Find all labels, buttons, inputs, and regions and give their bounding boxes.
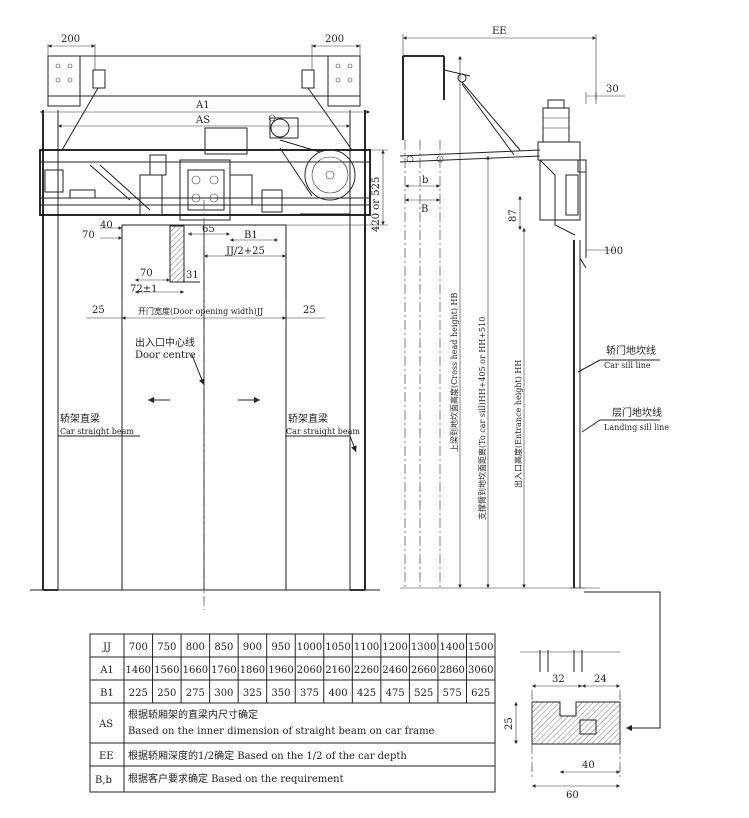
front-view: 200 200 A1 AS 70 40 65 B1 JJ/2+25 70 72±…	[30, 34, 388, 610]
note-label-as: AS	[98, 719, 113, 730]
table-row-label: B1	[100, 688, 114, 699]
beam-left-cn: 轿架直梁	[60, 412, 100, 425]
table-cell: 1300	[411, 642, 436, 653]
table-cell: 250	[157, 688, 176, 699]
table-cell: 1760	[211, 665, 236, 676]
table-cell: 1000	[297, 642, 322, 653]
table-cell: 325	[243, 688, 262, 699]
table-cell: 475	[386, 688, 405, 699]
car-sill-en: Car sill line	[604, 361, 651, 370]
table-cell: 575	[443, 688, 462, 699]
dim-b-small: b	[422, 175, 428, 186]
table-cell: 425	[357, 688, 376, 699]
dim-right-200: 200	[325, 34, 344, 45]
table-cell: 2160	[325, 665, 350, 676]
hh-label: 出入口高度(Entrance height) HH	[513, 360, 523, 488]
table-cell: 750	[157, 642, 176, 653]
table-cell: 1560	[154, 665, 179, 676]
beam-left-en: Car straight beam	[60, 427, 134, 436]
dim-a1: A1	[195, 100, 210, 111]
dim-jj-half: JJ/2+25	[225, 246, 265, 257]
table-cell: 700	[129, 642, 148, 653]
table-cell: 850	[214, 642, 233, 653]
note-bb-line1: 根据客户要求确定 Based on the requirement	[128, 772, 344, 785]
table-cell: 2860	[439, 665, 464, 676]
table-cell: 1400	[439, 642, 464, 653]
door-width-label: 开门宽度(Door opening width)JJ	[138, 306, 263, 316]
table-cell: 275	[186, 688, 205, 699]
note-label-bb: B,b	[95, 775, 112, 786]
note-as-line2: Based on the inner dimension of straight…	[128, 726, 435, 737]
dim-25-left: 25	[92, 305, 105, 316]
table-cell: 1200	[382, 642, 407, 653]
beam-right-en: Car straight beam	[286, 427, 360, 436]
detail-dim-24: 24	[594, 674, 607, 685]
dim-b1: B1	[244, 230, 258, 241]
table-cell: 375	[300, 688, 319, 699]
table-cell: 225	[129, 688, 148, 699]
landing-sill-cn: 层门地坎线	[612, 406, 662, 419]
hb-label: 上梁到地坎面高度(Cross head height) HB	[449, 292, 459, 452]
dim-70b: 70	[140, 268, 153, 279]
table-row-label: JJ	[102, 642, 111, 653]
table-cell: 1100	[354, 642, 379, 653]
door-centre-en: Door centre	[135, 350, 196, 361]
table-cell: 1960	[268, 665, 293, 676]
dim-25-right: 25	[303, 305, 316, 316]
table-cell: 1660	[183, 665, 208, 676]
table-cell: 625	[471, 688, 490, 699]
table-cell: 2460	[382, 665, 407, 676]
table-cell: 1500	[468, 642, 493, 653]
note-ee-line1: 根据轿厢深度的1/2确定 Based on the 1/2 of the car…	[128, 749, 407, 762]
table-cell: 1860	[240, 665, 265, 676]
detail-dim-25: 25	[504, 717, 515, 730]
dim-70a: 70	[82, 230, 95, 241]
detail-dim-32: 32	[552, 674, 565, 685]
dim-ee: EE	[492, 26, 507, 37]
table-cell: 2060	[297, 665, 322, 676]
table-cell: 525	[414, 688, 433, 699]
table-cell: 2660	[411, 665, 436, 676]
dim-100: 100	[604, 246, 623, 257]
beam-right-cn: 轿架直梁	[288, 412, 328, 425]
table-cell: 3060	[468, 665, 493, 676]
table-cell: 1050	[325, 642, 350, 653]
dim-as: AS	[195, 115, 210, 126]
table-cell: 900	[243, 642, 262, 653]
detail-dim-60: 60	[566, 790, 579, 801]
side-view: EE 30 b B 87 100 上梁到地坎面高度(Cross head hei…	[399, 26, 669, 731]
table-cell: 950	[271, 642, 290, 653]
table-cell: 300	[214, 688, 233, 699]
table-cell: 800	[186, 642, 205, 653]
table-cell: 1460	[126, 665, 151, 676]
landing-sill-en: Landing sill line	[604, 423, 669, 432]
dim-31: 31	[186, 270, 199, 281]
dim-left-200: 200	[61, 34, 80, 45]
table-cell: 2260	[354, 665, 379, 676]
dim-40: 40	[100, 220, 113, 231]
dim-b-large: B	[421, 204, 428, 215]
note-as-line1: 根据轿厢架的直梁内尺寸确定	[128, 708, 258, 721]
dim-30: 30	[606, 84, 619, 95]
note-label-ee: EE	[99, 751, 114, 762]
table-cell: 400	[328, 688, 347, 699]
table-row-label: A1	[99, 665, 114, 676]
door-centre-cn: 出入口中心线	[135, 336, 195, 349]
sill-detail: 32 24 25 40 60	[504, 650, 621, 801]
car-sill-cn: 轿门地坎线	[606, 344, 656, 357]
detail-dim-40: 40	[582, 760, 595, 771]
support-label: 支撑臂到地坎面距离(To car sill)HH+405 or HH+510	[477, 317, 487, 520]
dim-72: 72±1	[130, 284, 157, 295]
dim-65: 65	[202, 224, 215, 235]
dim-87: 87	[508, 209, 519, 222]
dim-420-525: 420 or 525	[371, 177, 382, 232]
table-cell: 350	[271, 688, 290, 699]
